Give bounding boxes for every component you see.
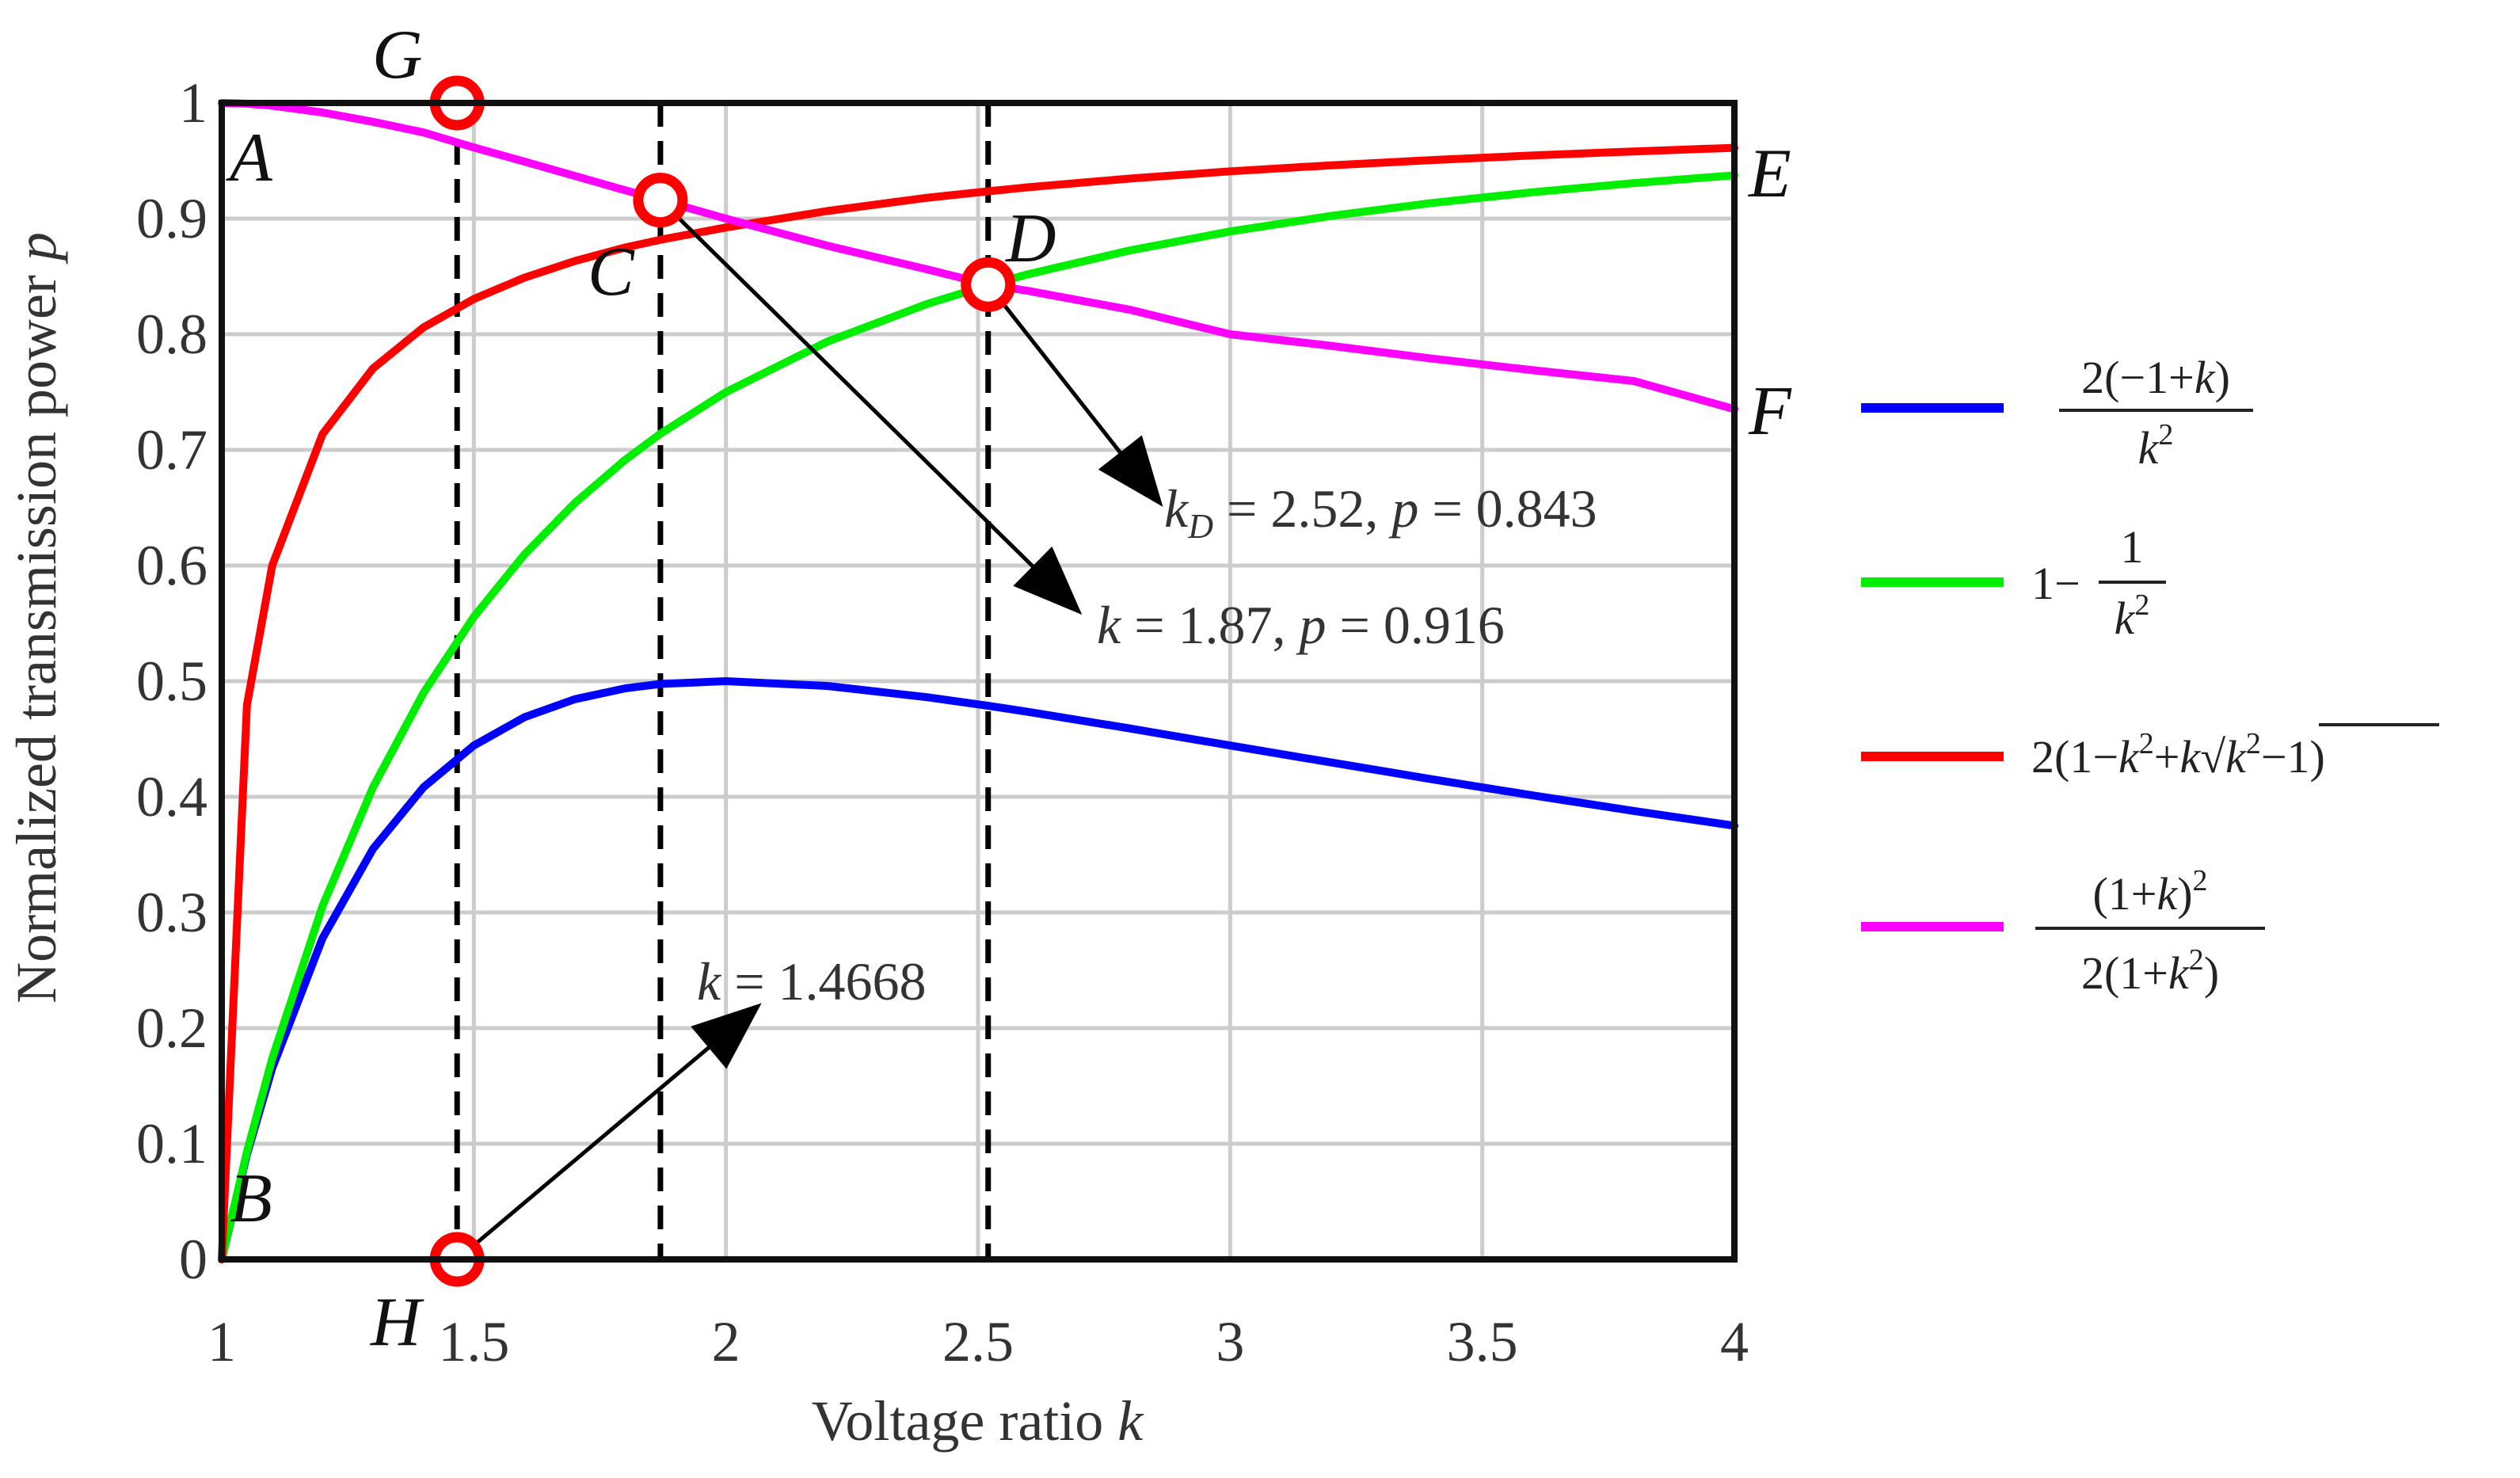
label-b: B xyxy=(230,1160,272,1237)
label-h: H xyxy=(370,1284,424,1361)
y-tick-label: 0.4 xyxy=(136,765,207,829)
y-tick-label: 0.2 xyxy=(136,996,207,1060)
x-tick-label: 4 xyxy=(1720,1310,1749,1373)
plot-frame xyxy=(219,100,1738,1263)
y-tick-label: 0.9 xyxy=(136,187,207,250)
annotation-c: k = 1.87, p = 0.916 xyxy=(1097,595,1505,655)
svg-text:2(−1+k): 2(−1+k) xyxy=(2081,352,2230,403)
series-line-3 xyxy=(218,143,1738,1263)
x-tick-label: 2.5 xyxy=(942,1310,1014,1373)
y-tick-labels: 0 0.1 0.2 0.3 0.4 0.5 0.6 0.7 0.8 0.9 1 xyxy=(136,71,207,1291)
annotation-d: kD = 2.52, p = 0.843 xyxy=(1164,478,1597,546)
annotation-arrows xyxy=(455,198,1163,1261)
label-f: F xyxy=(1748,373,1792,450)
svg-text:1: 1 xyxy=(2121,521,2144,573)
x-tick-labels: 1 1.5 2 2.5 3 3.5 4 xyxy=(207,1310,1749,1373)
x-tick-label: 1.5 xyxy=(438,1310,509,1373)
svg-text:k2: k2 xyxy=(2138,418,2174,474)
series-line-2 xyxy=(218,171,1738,1263)
svg-text:2(1+k2): 2(1+k2) xyxy=(2081,943,2219,999)
x-tick-label: 1 xyxy=(207,1310,236,1373)
label-e: E xyxy=(1747,135,1791,212)
y-tick-label: 0 xyxy=(179,1228,207,1291)
legend-label-magenta: (1+k)2 2(1+k2) xyxy=(2035,864,2265,999)
x-tick-label: 2 xyxy=(712,1310,740,1373)
label-g: G xyxy=(372,17,423,93)
label-c: C xyxy=(588,234,635,310)
y-tick-label: 0.7 xyxy=(136,418,207,482)
y-tick-label: 0.3 xyxy=(136,881,207,944)
y-tick-label: 1 xyxy=(179,71,207,135)
y-tick-label: 0.1 xyxy=(136,1112,207,1175)
point-d xyxy=(961,257,1016,312)
arrow-c xyxy=(659,198,1083,615)
svg-text:(1+k)2: (1+k)2 xyxy=(2092,864,2207,920)
legend-label-red: 2(1−k2+k√k2−1) xyxy=(2031,723,2439,783)
arrow-h xyxy=(455,1003,762,1261)
y-tick-label: 0.6 xyxy=(136,534,207,597)
svg-text:k2: k2 xyxy=(2115,589,2150,644)
y-axis-label: Normalized transmission power p xyxy=(5,232,68,1004)
point-c xyxy=(633,173,688,228)
svg-text:1−: 1− xyxy=(2031,558,2080,609)
y-tick-label: 0.8 xyxy=(136,303,207,366)
label-d: D xyxy=(1005,200,1056,277)
series-line-1 xyxy=(218,677,1738,1263)
legend-label-green: 1− 1 k2 xyxy=(2031,521,2166,644)
legend-label-blue: 2(−1+k) k2 xyxy=(2059,352,2253,474)
y-tick-label: 0.5 xyxy=(136,649,207,713)
svg-text:2(1−k2+k√k2−1): 2(1−k2+k√k2−1) xyxy=(2031,727,2325,783)
x-tick-label: 3 xyxy=(1216,1310,1244,1373)
label-a: A xyxy=(226,120,273,196)
arrow-d xyxy=(986,283,1163,507)
legend: 2(−1+k) k2 1− 1 k2 2(1−k2+k√k2−1) (1+k)2… xyxy=(1861,352,2439,999)
series-lines xyxy=(218,99,1738,1263)
x-axis-label: Voltage ratio k xyxy=(812,1389,1145,1453)
annotation-h: k = 1.4668 xyxy=(697,951,927,1011)
series-line-4 xyxy=(218,99,1738,413)
x-tick-label: 3.5 xyxy=(1447,1310,1518,1373)
